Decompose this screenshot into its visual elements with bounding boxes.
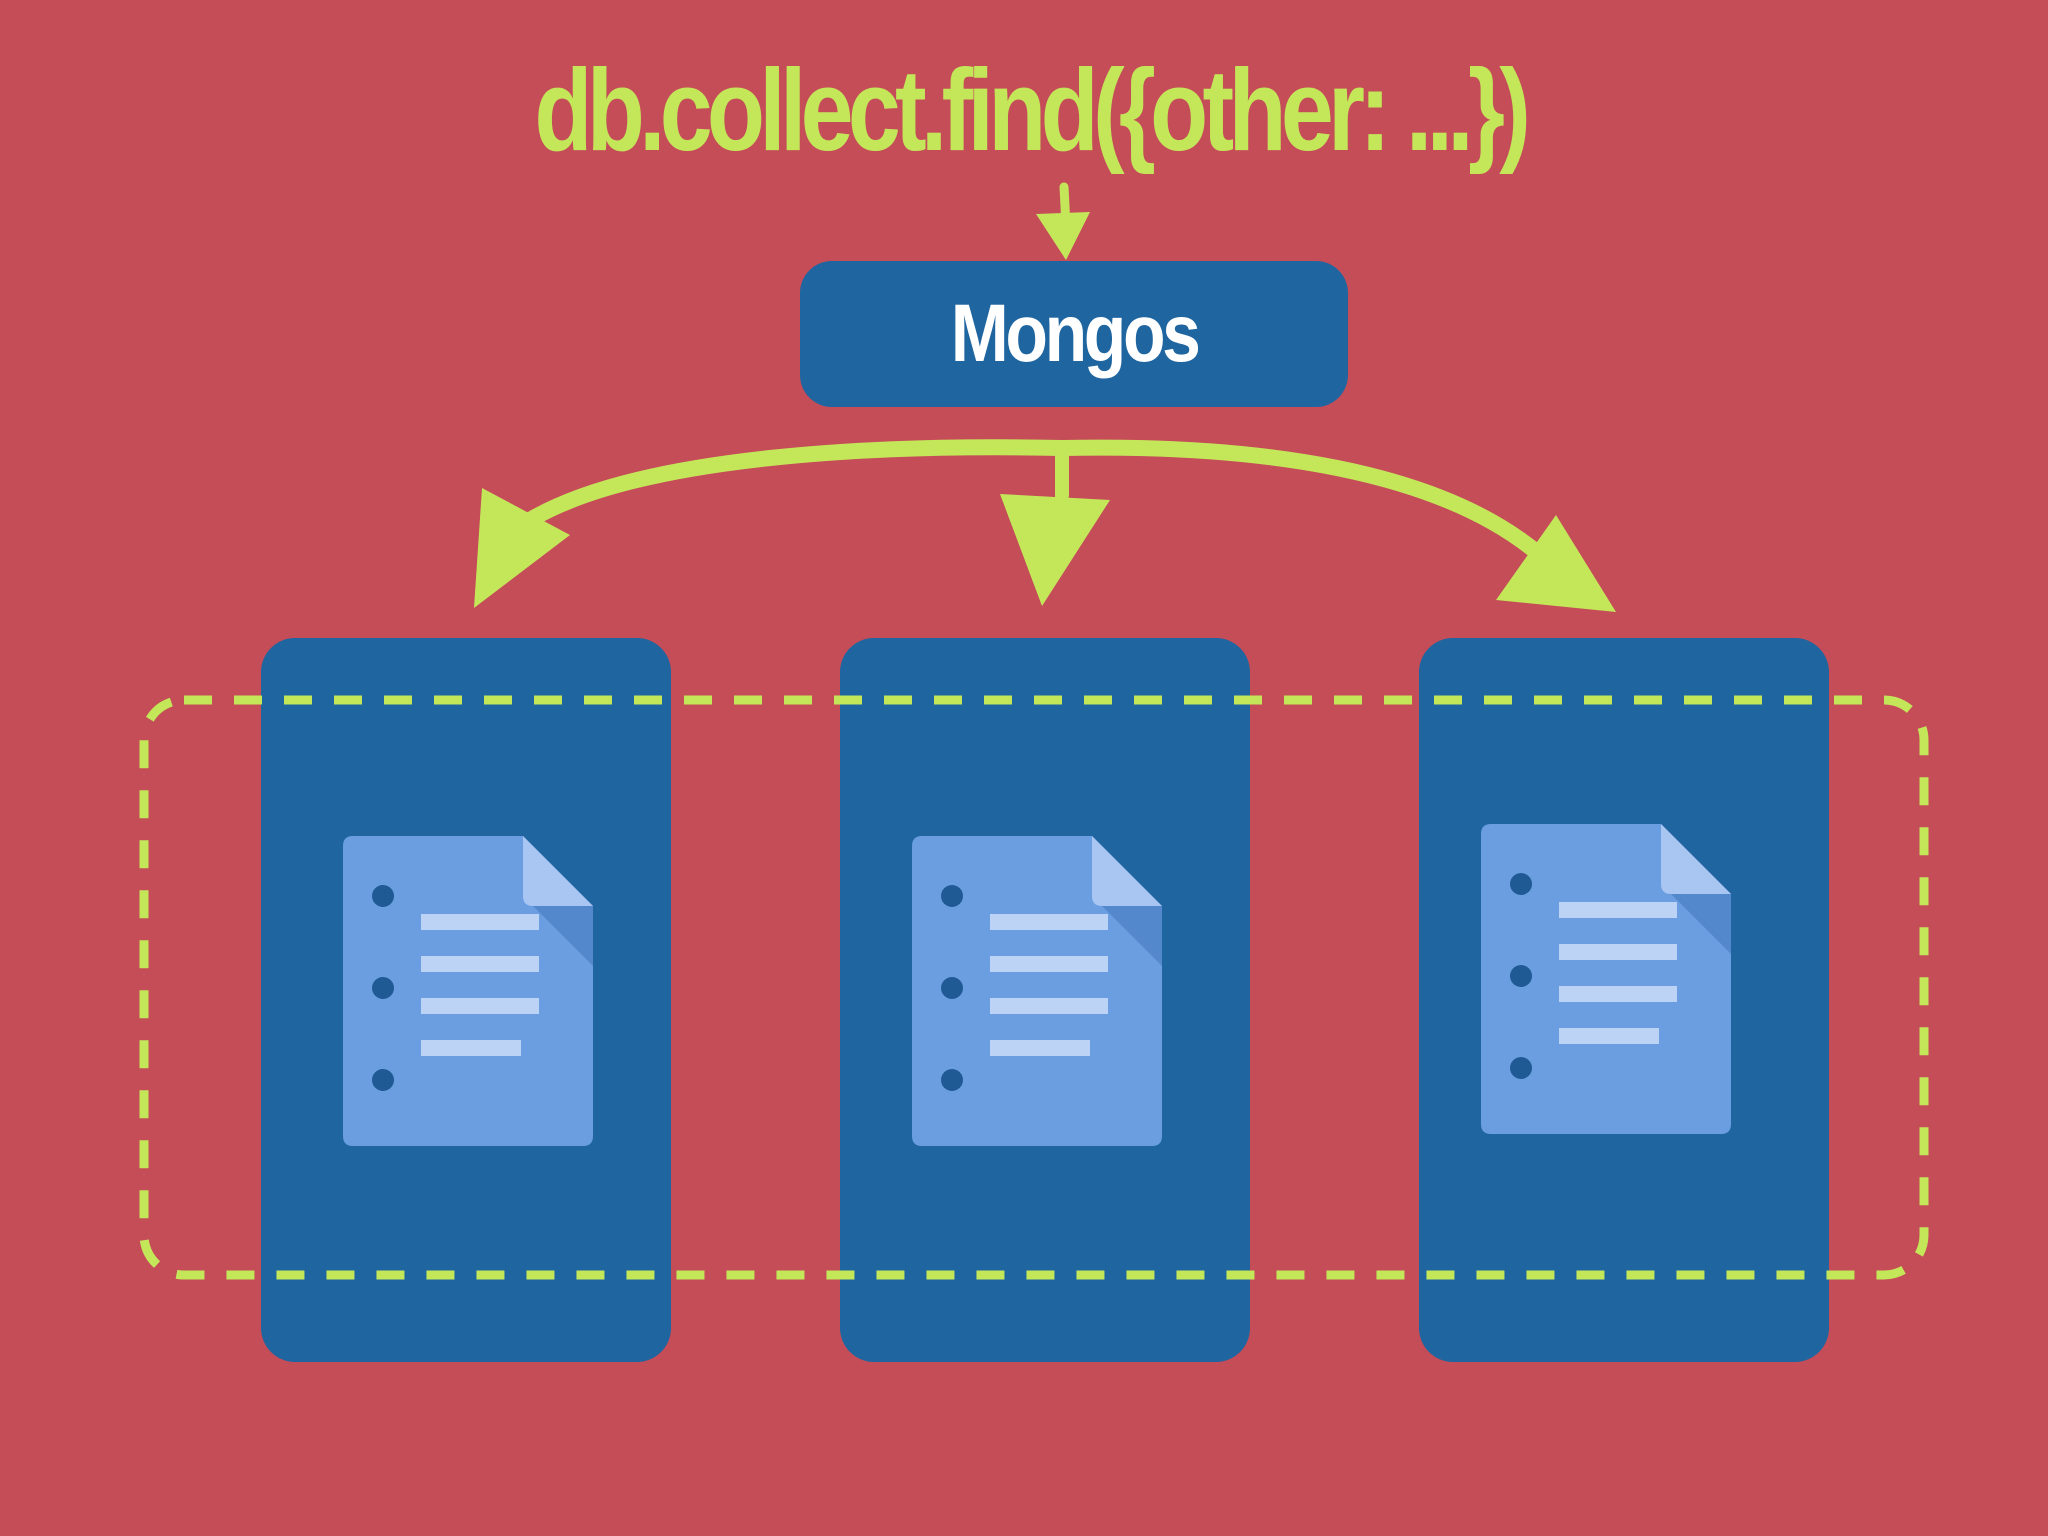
document-icon — [343, 836, 593, 1146]
mongos-router-box: Mongos — [800, 261, 1348, 407]
mongos-label: Mongos — [950, 288, 1201, 379]
shard-box-1 — [261, 638, 671, 1362]
document-icon — [1481, 824, 1731, 1134]
fan-out-arrows — [522, 439, 1548, 563]
shard-box-3 — [1419, 638, 1829, 1362]
query-text: db.collect.find({other: ...}) — [534, 45, 1531, 175]
document-icon — [912, 836, 1162, 1146]
arrowhead-shard-3 — [1496, 515, 1616, 612]
query-to-mongos-arrow — [1036, 182, 1090, 260]
arrowhead-shard-1 — [474, 488, 570, 608]
arrowhead-shard-2 — [1000, 494, 1110, 606]
shard-box-2 — [840, 638, 1250, 1362]
